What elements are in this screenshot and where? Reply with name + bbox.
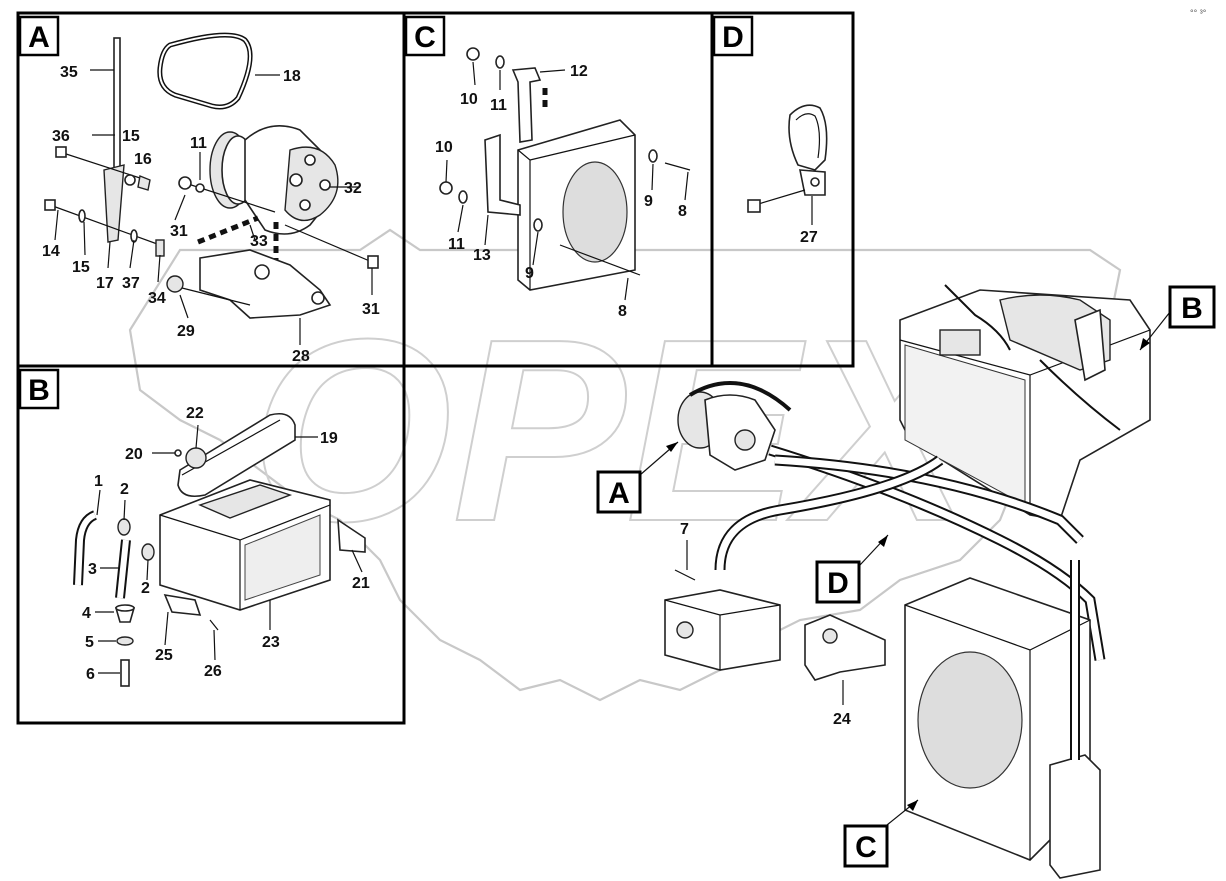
part-label-13: 13	[473, 247, 491, 264]
callout-c: C	[843, 799, 919, 868]
svg-text:A: A	[28, 21, 50, 54]
part-label-31: 31	[170, 223, 188, 240]
corner-mark: °° ³°	[1190, 8, 1207, 18]
part-label-9-lower: 9	[525, 265, 534, 282]
part-label-8-lower: 8	[618, 303, 627, 320]
part-label-19: 19	[320, 430, 338, 447]
svg-text:B: B	[1181, 292, 1203, 325]
part-label-23: 23	[262, 634, 280, 651]
part-label-31-right: 31	[362, 301, 380, 318]
panel-label-d: D	[712, 15, 754, 57]
part-label-16: 16	[134, 151, 152, 168]
part-label-6: 6	[86, 666, 95, 683]
part-label-17: 17	[96, 275, 114, 292]
part-label-20: 20	[125, 446, 143, 463]
part-label-2-lower: 2	[141, 580, 150, 597]
part-label-18: 18	[283, 68, 301, 85]
part-label-1: 1	[94, 473, 103, 490]
part-label-10-lower: 10	[435, 139, 453, 156]
panel-label-a: A	[18, 15, 60, 57]
part-label-36: 36	[52, 128, 70, 145]
svg-text:D: D	[827, 567, 849, 600]
part-label-37: 37	[122, 275, 140, 292]
part-label-22: 22	[186, 405, 204, 422]
svg-text:A: A	[608, 477, 630, 510]
part-label-7: 7	[680, 521, 689, 538]
part-label-4: 4	[82, 605, 91, 622]
panel-b-frame	[16, 364, 406, 725]
part-label-35: 35	[60, 64, 78, 81]
panel-d-drawing	[747, 104, 828, 225]
panel-a-drawing	[44, 32, 379, 345]
part-label-9: 9	[644, 193, 653, 210]
panel-a-labels: 35 18 36 15 16 11 32 31 33 14 15 17 37 3…	[42, 64, 380, 365]
panel-label-b: B	[18, 368, 60, 410]
svg-text:C: C	[855, 831, 877, 864]
panel-label-c: C	[404, 15, 446, 57]
callout-b: B	[1139, 285, 1216, 351]
svg-text:D: D	[722, 21, 744, 54]
part-label-8: 8	[678, 203, 687, 220]
part-label-11-c: 11	[490, 97, 507, 114]
part-label-11: 11	[190, 135, 207, 152]
part-label-32: 32	[344, 180, 362, 197]
assembly-overview	[664, 284, 1151, 879]
svg-text:C: C	[414, 21, 436, 54]
part-label-12: 12	[570, 63, 588, 80]
part-label-34: 34	[148, 290, 166, 307]
part-label-29: 29	[177, 323, 195, 340]
part-label-10: 10	[460, 91, 478, 108]
part-label-15: 15	[122, 128, 140, 145]
part-label-14: 14	[42, 243, 60, 260]
watermark: OPEX	[128, 228, 1122, 702]
part-label-11-lower: 11	[448, 236, 465, 253]
part-label-3: 3	[88, 561, 97, 578]
panel-c-drawing	[439, 47, 691, 301]
panel-d-frame	[710, 11, 855, 368]
part-label-26: 26	[204, 663, 222, 680]
panel-b-labels: 22 19 20 1 2 3 2 21 4 5 6 25 26 23	[82, 405, 370, 683]
part-label-25: 25	[155, 647, 173, 664]
part-label-5: 5	[85, 634, 94, 651]
svg-text:OPEX: OPEX	[250, 286, 986, 576]
part-label-27: 27	[800, 229, 818, 246]
part-label-24: 24	[833, 711, 851, 728]
callout-a: A	[596, 441, 679, 514]
part-label-28: 28	[292, 348, 310, 365]
svg-text:B: B	[28, 374, 50, 407]
part-label-2: 2	[120, 481, 129, 498]
part-label-21: 21	[352, 575, 370, 592]
panel-b-drawing	[73, 412, 366, 687]
callout-d: D	[815, 534, 889, 604]
panel-c-labels: 10 11 12 10 11 13 9 9 8 8	[435, 63, 687, 320]
part-label-15-lower: 15	[72, 259, 90, 276]
part-label-33: 33	[250, 233, 268, 250]
